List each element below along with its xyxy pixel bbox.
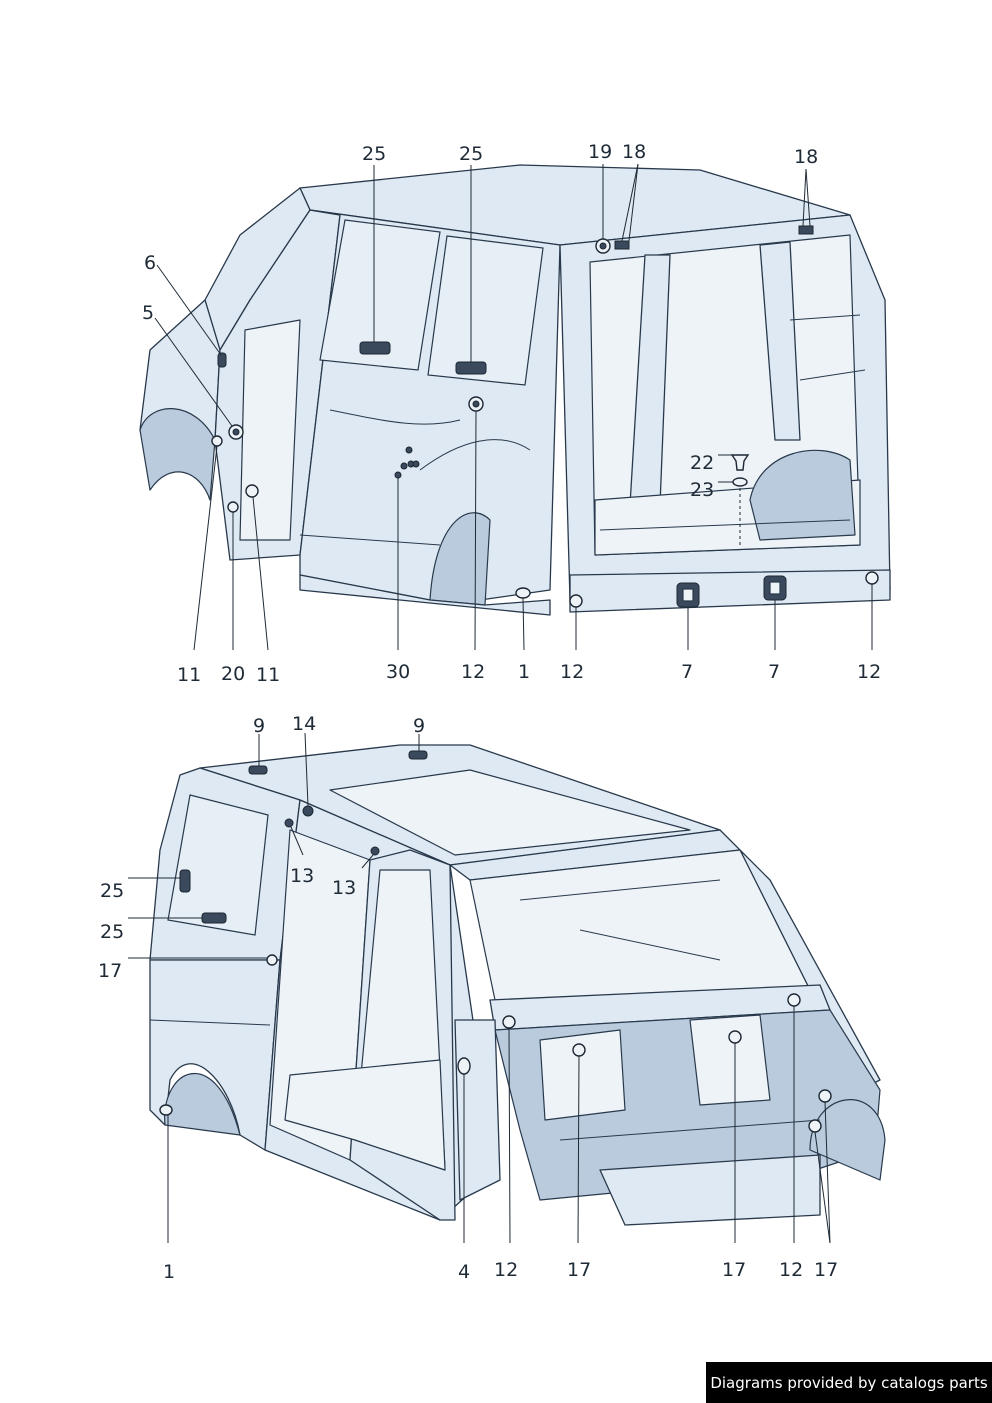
clip-25b <box>455 361 487 375</box>
label-7-b: 7 <box>768 661 780 683</box>
upper-labels: 25 25 19 18 18 6 5 22 23 11 20 11 30 12 … <box>142 141 881 686</box>
plug-4 <box>457 1057 471 1075</box>
label-1-b: 1 <box>163 1261 175 1283</box>
label-25-a: 25 <box>362 143 386 165</box>
plug-18a <box>614 240 630 250</box>
label-19: 19 <box>588 141 612 163</box>
label-11-b: 11 <box>256 664 280 686</box>
plug-12d <box>502 1015 516 1029</box>
clip-9a <box>248 765 268 775</box>
label-17-d: 17 <box>814 1259 838 1281</box>
plug-11b <box>245 484 259 498</box>
footer-banner: Diagrams provided by catalogs parts <box>706 1362 992 1403</box>
plug-12c <box>865 571 879 585</box>
footer-text: Diagrams provided by catalogs parts <box>710 1373 988 1392</box>
label-7-a: 7 <box>681 661 693 683</box>
label-12-e: 12 <box>779 1259 803 1281</box>
upper-leaders <box>154 163 873 651</box>
label-18-b: 18 <box>794 146 818 168</box>
clip-9b <box>408 750 428 760</box>
label-4: 4 <box>458 1261 470 1283</box>
label-23: 23 <box>690 479 714 501</box>
lower-labels: 9 14 9 13 13 25 25 17 1 4 12 17 17 12 17 <box>98 713 838 1283</box>
plug-1b <box>159 1104 173 1116</box>
label-6: 6 <box>144 252 156 274</box>
label-25-d: 25 <box>100 921 124 943</box>
label-13-b: 13 <box>332 877 356 899</box>
label-20: 20 <box>221 663 245 685</box>
label-1-a: 1 <box>518 661 530 683</box>
label-11-a: 11 <box>177 664 201 686</box>
label-17-a: 17 <box>98 960 122 982</box>
label-9-b: 9 <box>413 715 425 737</box>
plug-17d <box>818 1089 832 1103</box>
label-25-c: 25 <box>100 880 124 902</box>
washer-23 <box>732 477 748 487</box>
plug-18b <box>798 225 814 235</box>
label-12-b: 12 <box>560 661 584 683</box>
label-30: 30 <box>386 661 410 683</box>
plug-12e <box>787 993 801 1007</box>
plug-17c <box>728 1030 742 1044</box>
label-12-a: 12 <box>461 661 485 683</box>
clip-25d <box>201 912 227 924</box>
label-12-d: 12 <box>494 1259 518 1281</box>
plug-14 <box>302 805 314 817</box>
upper-van-body <box>139 164 891 616</box>
plug-1 <box>515 587 531 599</box>
plug-13b <box>370 846 380 856</box>
plug-17a <box>266 954 278 966</box>
plug-17e <box>808 1119 822 1133</box>
label-14: 14 <box>292 713 316 735</box>
label-18-a: 18 <box>622 141 646 163</box>
clip-25a <box>359 341 391 355</box>
label-9-a: 9 <box>253 715 265 737</box>
label-17-c: 17 <box>722 1259 746 1281</box>
plug-30a <box>394 471 402 479</box>
lower-fasteners <box>159 750 832 1133</box>
plug-6 <box>217 352 227 368</box>
label-5: 5 <box>142 302 154 324</box>
plug-12b <box>569 594 583 608</box>
label-25-b: 25 <box>459 143 483 165</box>
lower-van-body <box>149 744 886 1226</box>
label-12-c: 12 <box>857 661 881 683</box>
plug-17b <box>572 1043 586 1057</box>
plug-20 <box>227 501 239 513</box>
plug-13a <box>284 818 294 828</box>
bolt-22 <box>730 454 750 471</box>
lower-leaders <box>128 732 831 1244</box>
label-13-a: 13 <box>290 865 314 887</box>
clip-25c <box>179 869 191 893</box>
plug-11a <box>211 435 223 447</box>
label-17-b: 17 <box>567 1259 591 1281</box>
label-22: 22 <box>690 452 714 474</box>
